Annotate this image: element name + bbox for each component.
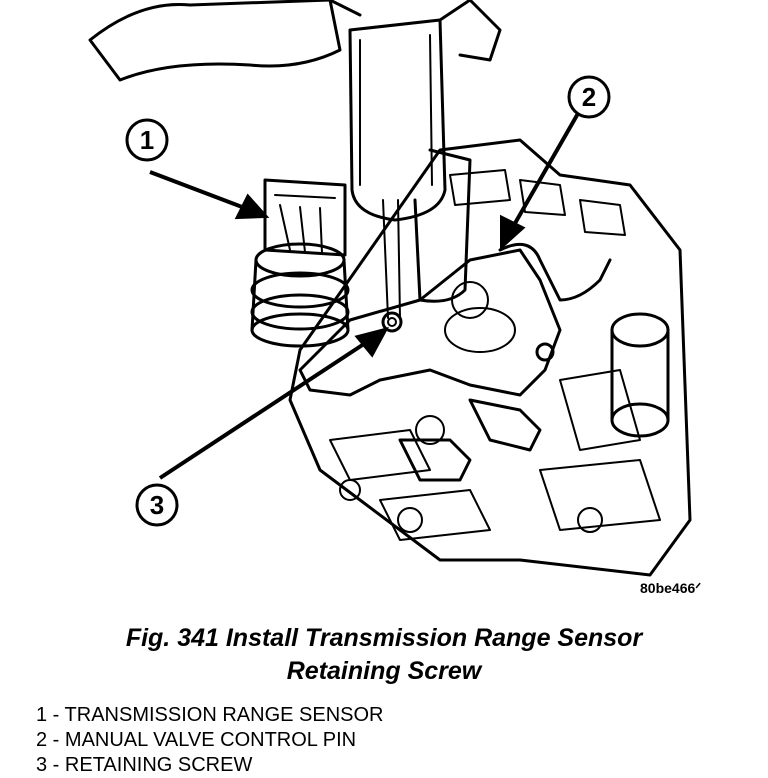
valve-body-detail bbox=[449, 169, 626, 236]
arrowhead-1 bbox=[234, 193, 270, 220]
legend-text: RETAINING SCREW bbox=[64, 754, 253, 776]
lever-detail bbox=[398, 438, 472, 482]
range-sensor-base bbox=[250, 312, 350, 348]
caption-line-1: Fig. 341 Install Transmission Range Sens… bbox=[125, 624, 643, 652]
retaining-screw-head bbox=[387, 317, 397, 327]
valve-body-detail bbox=[329, 429, 661, 541]
valve-body-hole bbox=[397, 507, 423, 533]
legend-separator: - bbox=[47, 754, 65, 776]
legend-number: 3 bbox=[36, 754, 48, 776]
valve-body-outline bbox=[288, 138, 692, 577]
leader-line-1 bbox=[149, 170, 251, 212]
leader-line-2 bbox=[508, 109, 582, 233]
lever-pin bbox=[535, 342, 555, 362]
callout-number-3: 3 bbox=[150, 490, 164, 520]
range-sensor-ring bbox=[250, 271, 350, 309]
valve-cylinder bbox=[610, 312, 670, 348]
valve-cylinder bbox=[610, 328, 670, 422]
hand bbox=[328, 0, 502, 62]
lever-detail bbox=[468, 398, 542, 452]
legend-separator: - bbox=[47, 729, 65, 751]
callout-number-1: 1 bbox=[140, 125, 154, 155]
valve-body-hole bbox=[444, 307, 516, 353]
range-sensor-ring bbox=[250, 293, 350, 331]
figure-caption: Fig. 341 Install Transmission Range Sens… bbox=[0, 622, 768, 688]
callout-legend: 1 - TRANSMISSION RANGE SENSOR 2 - MANUAL… bbox=[36, 703, 383, 778]
transmission-illustration: 1 2 3 bbox=[88, 0, 692, 577]
range-sensor-connector bbox=[274, 194, 336, 254]
valve-body-hole bbox=[451, 281, 489, 319]
screwdriver-handle bbox=[348, 18, 447, 222]
range-sensor-connector bbox=[263, 178, 347, 257]
hand bbox=[88, 0, 342, 82]
legend-item: 2 - MANUAL VALVE CONTROL PIN bbox=[36, 728, 383, 753]
valve-body-hole bbox=[339, 479, 361, 501]
figure-reference-code: 80be466ᐟ bbox=[640, 580, 702, 596]
legend-number: 1 bbox=[36, 704, 48, 726]
valve-body-hole bbox=[577, 507, 603, 533]
leader-line-3 bbox=[158, 338, 372, 480]
arrowhead-2 bbox=[500, 214, 526, 251]
arrowhead-3 bbox=[354, 326, 389, 358]
manual-valve-lever bbox=[298, 248, 562, 397]
screwdriver-handle-detail bbox=[359, 34, 433, 186]
valve-body-hole bbox=[415, 415, 445, 445]
callout-circle-2 bbox=[567, 75, 611, 119]
callout-circle-3 bbox=[135, 483, 179, 527]
lever-arm bbox=[498, 242, 612, 302]
caption-line-2: Retaining Screw bbox=[286, 657, 482, 685]
legend-item: 1 - TRANSMISSION RANGE SENSOR bbox=[36, 703, 383, 728]
legend-separator: - bbox=[47, 704, 65, 726]
legend-text: MANUAL VALVE CONTROL PIN bbox=[64, 729, 357, 751]
retaining-screw-head bbox=[381, 311, 403, 333]
legend-number: 2 bbox=[36, 729, 48, 751]
legend-text: TRANSMISSION RANGE SENSOR bbox=[64, 704, 384, 726]
valve-body-detail bbox=[559, 369, 641, 451]
legend-item: 3 - RETAINING SCREW bbox=[36, 753, 383, 778]
range-sensor-body bbox=[250, 258, 350, 332]
valve-cylinder bbox=[610, 402, 670, 438]
callout-number-2: 2 bbox=[582, 82, 596, 112]
screwdriver-ferrule bbox=[413, 148, 472, 303]
callout-circle-1 bbox=[125, 118, 169, 162]
